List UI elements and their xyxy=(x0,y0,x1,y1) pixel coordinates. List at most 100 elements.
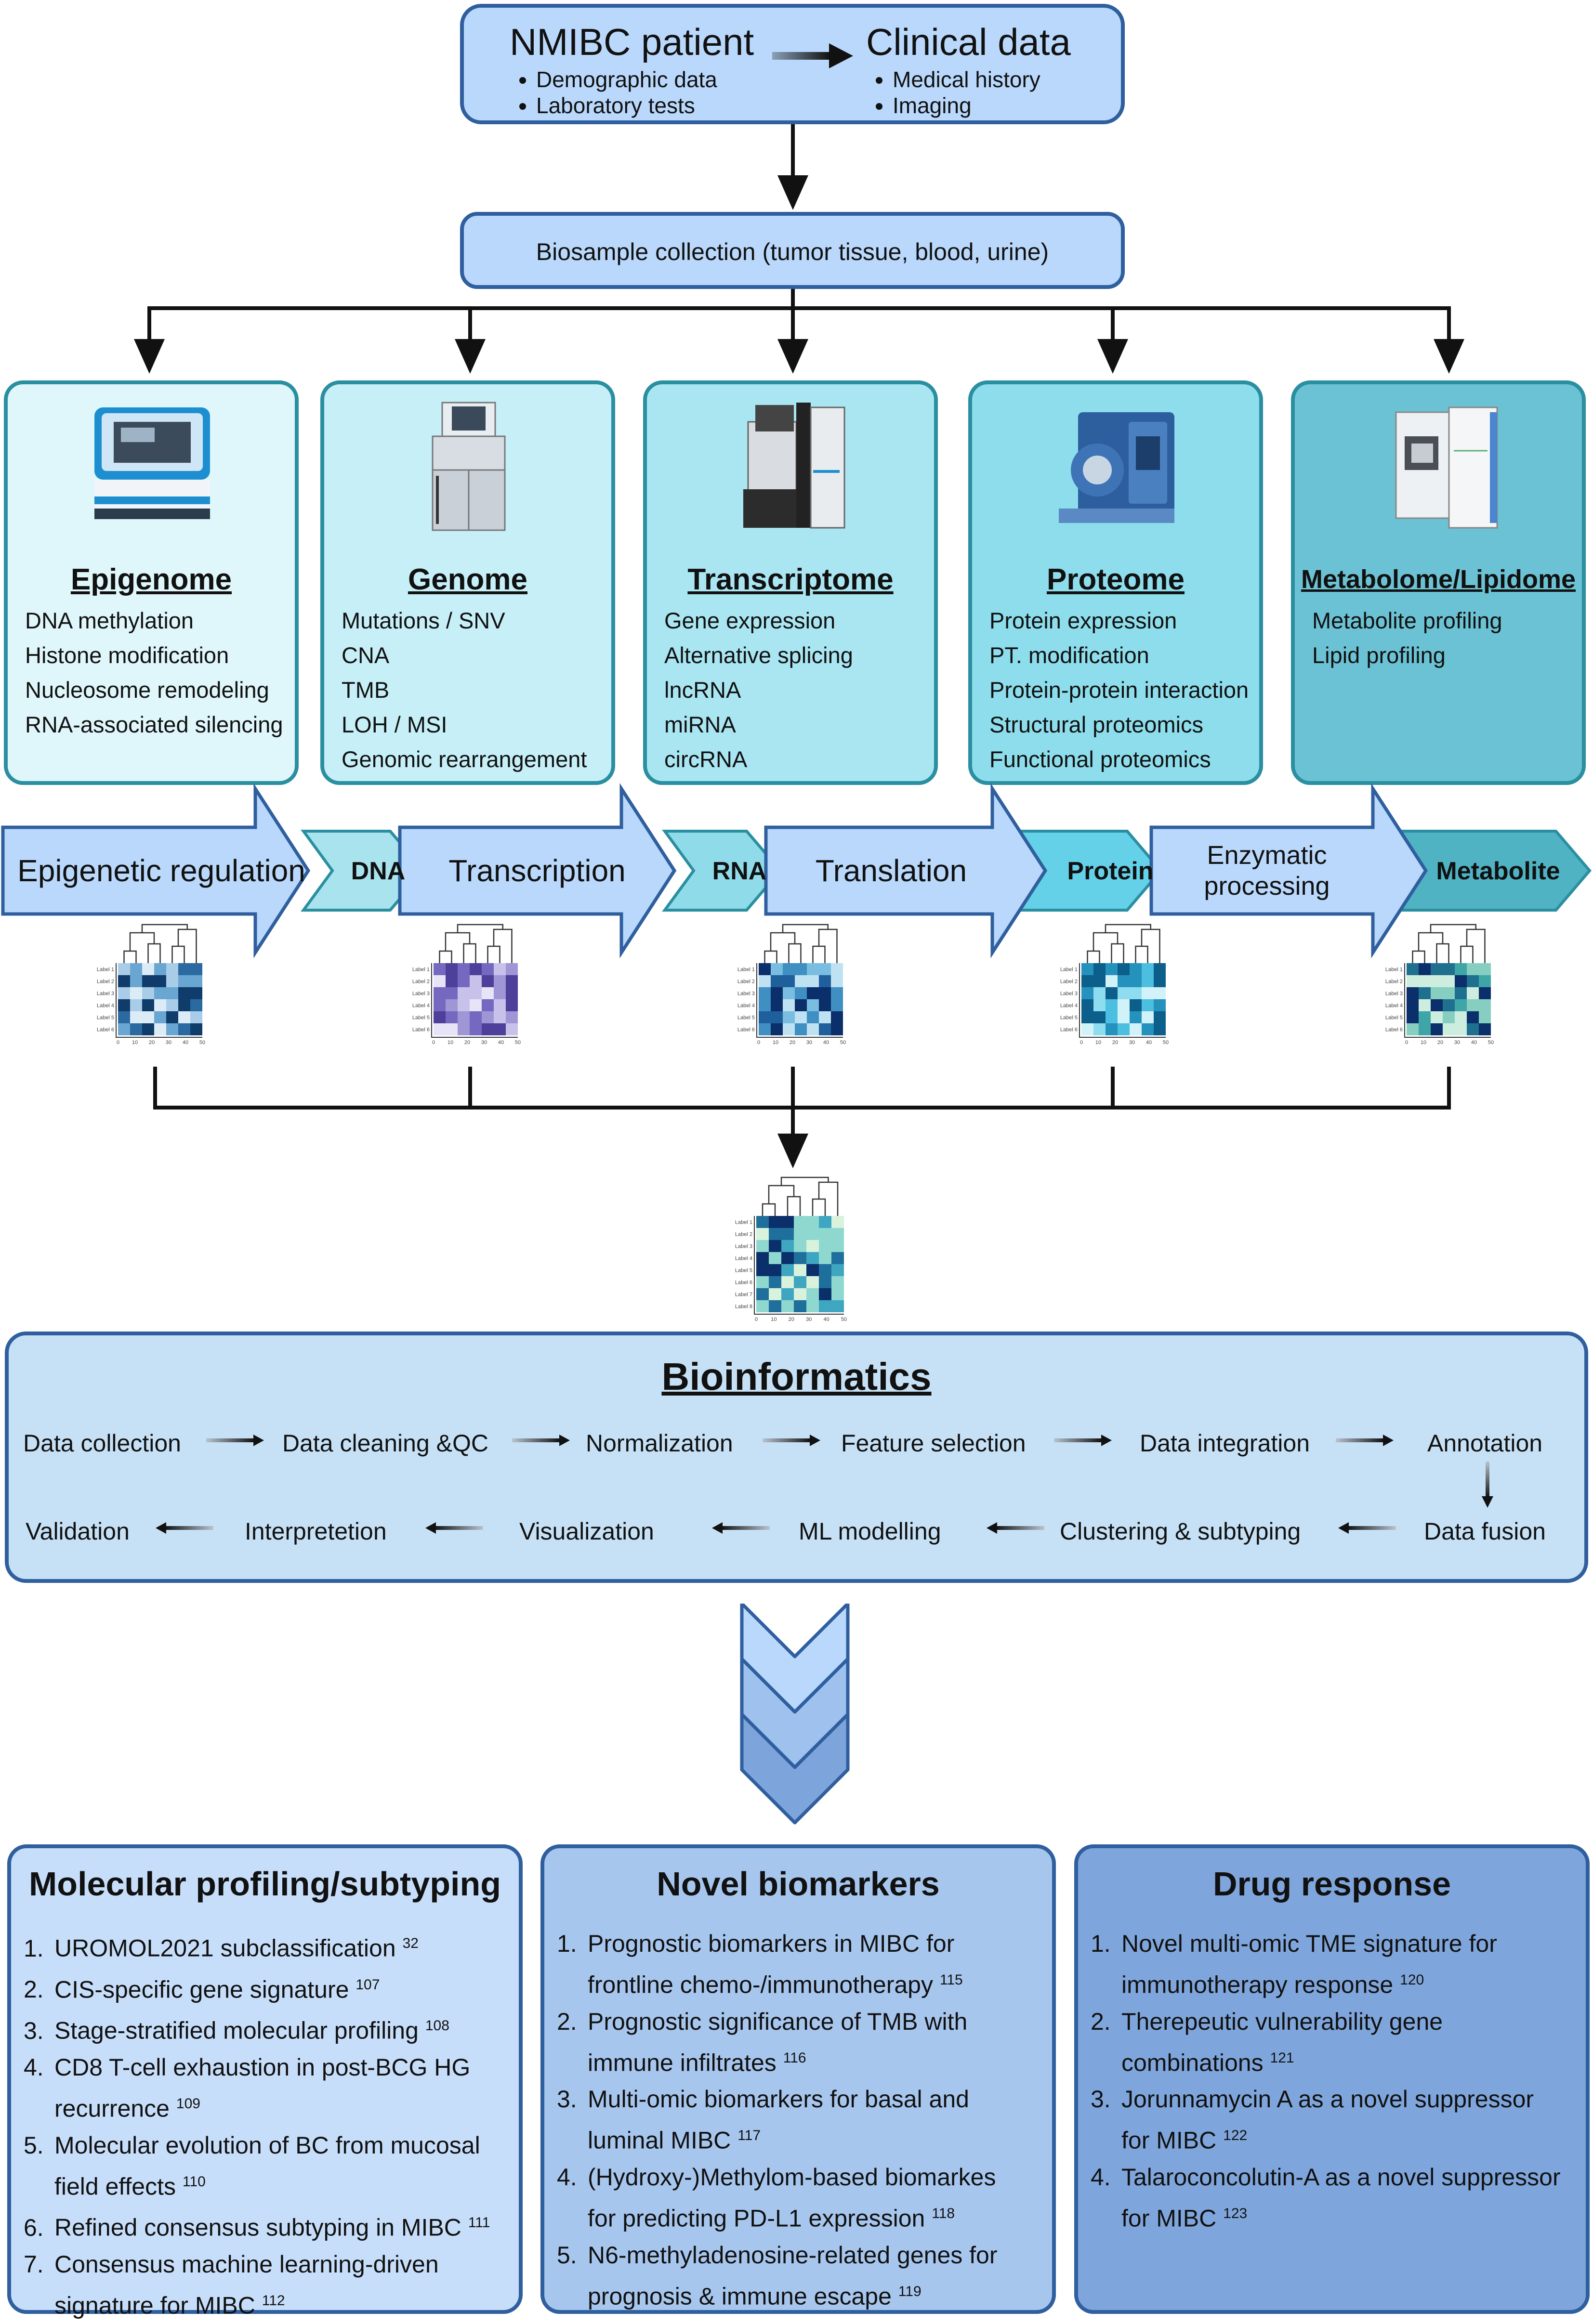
heatmap-cell xyxy=(1467,1011,1479,1023)
heatmap-cell xyxy=(118,963,130,975)
heatmap-cell xyxy=(1431,1011,1443,1023)
step-feature-selection: Feature selection xyxy=(841,1430,1026,1457)
heatmap-cell xyxy=(819,975,831,987)
heatmap-col-tick: 20 xyxy=(1112,1040,1118,1045)
patient-clinical-box: NMIBC patient Demographic data Laborator… xyxy=(460,4,1125,124)
heatmap-cell xyxy=(831,1288,844,1300)
step-visualization: Visualization xyxy=(519,1518,654,1545)
heatmap-cell xyxy=(1455,975,1467,987)
heatmap-cell xyxy=(142,999,154,1011)
heatmap-axis xyxy=(431,963,518,1038)
omics-feature: miRNA xyxy=(664,712,736,737)
heatmap-row-label: Label 8 xyxy=(735,1304,752,1310)
result-item: 1.UROMOL2021 subclassification 32 xyxy=(24,1925,490,1967)
heatmap-row-label: Label 1 xyxy=(735,1220,752,1226)
heatmap-cell xyxy=(458,963,470,975)
omics-feature: Nucleosome remodeling xyxy=(25,677,269,703)
omics-feature: Protein expression xyxy=(989,608,1177,633)
heatmap-row-label: Label 4 xyxy=(412,1003,430,1009)
result-item-text: Therepeutic vulnerability gene xyxy=(1121,2008,1443,2035)
result-item-text: field effects xyxy=(54,2173,176,2200)
heatmap-cell xyxy=(506,963,518,975)
step-normalization: Normalization xyxy=(586,1430,733,1457)
heatmap-cell xyxy=(1106,1011,1118,1023)
heatmap-cell xyxy=(142,1023,154,1035)
heatmap-cell xyxy=(819,963,831,975)
heatmap-cell xyxy=(771,999,783,1011)
heatmap-cell xyxy=(783,999,795,1011)
heatmap-cell xyxy=(781,1240,794,1252)
heatmap-row-label: Label 2 xyxy=(735,1232,752,1238)
heatmap-cell xyxy=(1142,1023,1154,1035)
result-item-text: Prognostic biomarkers in MIBC for xyxy=(588,1930,955,1957)
heatmap-row-label: Label 3 xyxy=(97,991,114,997)
heatmap-cell xyxy=(1154,987,1166,999)
heatmap-cell xyxy=(1093,987,1106,999)
heatmap-cell xyxy=(795,999,807,1011)
heatmap-cell xyxy=(1154,1023,1166,1035)
heatmap-cell xyxy=(819,1216,831,1228)
heatmap-col-tick: 0 xyxy=(117,1040,119,1045)
heatmap-cell xyxy=(819,1252,831,1264)
heatmap-cell xyxy=(769,1252,781,1264)
heatmap-cell xyxy=(819,1300,831,1312)
heatmap-cell xyxy=(1407,1023,1419,1035)
heatmap-dendrogram xyxy=(764,924,838,963)
heatmap-cell xyxy=(771,1011,783,1023)
rna-sequencer-icon xyxy=(743,403,845,529)
heatmap-cell xyxy=(1106,1023,1118,1035)
result-item-text: recurrence xyxy=(54,2095,170,2122)
heatmap-cell xyxy=(142,975,154,987)
result-item-number: 5. xyxy=(24,2131,44,2159)
heatmap-row-label: Label 5 xyxy=(1060,1015,1078,1021)
chevron-down-icon xyxy=(740,1604,850,1825)
result-item-number: 1. xyxy=(557,1930,577,1957)
heatmap-col-tick: 10 xyxy=(1421,1040,1426,1045)
heatmap-cell xyxy=(1467,999,1479,1011)
lc-ms-instrument-icon xyxy=(1395,406,1498,529)
heatmap-cell xyxy=(769,1240,781,1252)
result-item-number: 4. xyxy=(24,2053,44,2081)
heatmap-cell xyxy=(806,1240,819,1252)
result-item-text: Novel multi-omic TME signature for xyxy=(1121,1930,1497,1957)
heatmap-cell xyxy=(781,1288,794,1300)
result-item: 2.CIS-specific gene signature 107 xyxy=(24,1967,490,2008)
heatmap-col-tick: 50 xyxy=(1163,1040,1169,1045)
heatmap-col-tick: 40 xyxy=(498,1040,504,1045)
reference-number: 108 xyxy=(425,2018,449,2034)
heatmap-cell xyxy=(831,1300,844,1312)
heatmap-cell xyxy=(831,963,843,975)
heatmap-cell xyxy=(1443,987,1455,999)
heatmap-cell xyxy=(154,975,166,987)
heatmap-cell xyxy=(794,1252,806,1264)
omics-feature: circRNA xyxy=(664,746,748,772)
heatmap-cell xyxy=(1407,975,1419,987)
heatmap-cell xyxy=(1479,1011,1491,1023)
heatmap-cell xyxy=(1106,975,1118,987)
result-item-text: for MIBC xyxy=(1121,2127,1217,2154)
heatmap-cell xyxy=(771,1023,783,1035)
heatmap-row-label: Label 3 xyxy=(1385,991,1403,997)
heatmap-cell xyxy=(458,1011,470,1023)
omics-feature: Structural proteomics xyxy=(989,712,1204,737)
heatmap-cell xyxy=(1431,987,1443,999)
heatmap-cell xyxy=(1455,1023,1467,1035)
heatmap-cell xyxy=(1455,1011,1467,1023)
clinical-title: Clinical data xyxy=(866,21,1071,63)
heatmap-dendrogram xyxy=(1412,924,1486,963)
heatmap-cell xyxy=(470,963,482,975)
result-item-text: immune infiltrates xyxy=(588,2049,777,2076)
heatmap-cell xyxy=(434,987,446,999)
heatmap-col-tick: 30 xyxy=(806,1040,812,1045)
heatmap-cell xyxy=(1142,963,1154,975)
reference-number: 109 xyxy=(176,2095,200,2112)
heatmap-cell xyxy=(806,1288,819,1300)
